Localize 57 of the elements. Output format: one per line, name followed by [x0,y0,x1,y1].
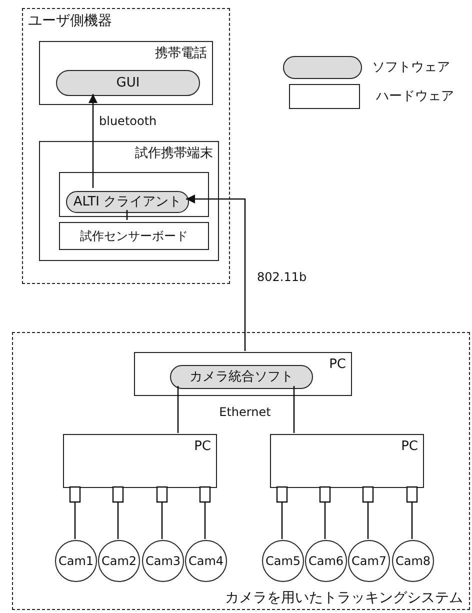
software-name: ALTI クライアント [73,196,182,208]
group-title: ユーザ側機器 [28,14,112,28]
camera-label: Cam7 [351,555,387,567]
hardware-box [59,172,209,217]
hardware-box [39,141,219,261]
connection-label: Ethernet [218,405,272,419]
hardware-box [134,352,352,396]
device-name: 試作携帯端末 [135,147,213,160]
hardware-box [39,41,213,105]
device-name: 携帯電話 [155,47,207,60]
hardware-box [59,222,209,250]
device-name: PC [194,440,211,453]
camera-circle [55,540,97,582]
camera-label: Cam6 [308,555,344,567]
device-name: PC [401,440,418,453]
group-title: カメラを用いたトラッキングシステム [225,591,463,605]
port-connector [362,486,374,539]
edge-label: 802.11b [256,270,308,284]
connector-line [293,386,295,433]
camera-circle [142,540,184,582]
camera-circle [348,540,390,582]
software-pill [56,70,200,96]
device-name: 試作センサーボード [80,230,188,242]
camera-label: Cam3 [145,555,181,567]
arrow [186,194,246,351]
port-connector [406,486,418,539]
software-name: カメラ統合ソフト [190,370,294,384]
camera-label: Cam2 [101,555,137,567]
port-connector [199,486,211,539]
camera-circle [392,540,434,582]
legend-text: ハードウェア [376,90,454,102]
camera-circle [262,540,304,582]
camera-label: Cam4 [188,555,224,567]
software-pill [170,365,313,389]
camera-circle [98,540,140,582]
camera-label: Cam5 [265,555,301,567]
device-name: PC [329,358,346,371]
port-connector [112,486,124,539]
arrow [88,94,98,188]
camera-circle [305,540,347,582]
connector-line [177,386,179,433]
dashed-group-frame [12,332,470,610]
camera-label: Cam1 [58,555,94,567]
software-name: GUI [116,76,140,90]
connector-line [126,210,128,220]
port-connector [156,486,168,539]
software-pill [66,191,189,213]
port-connector [276,486,288,539]
edge-label: bluetooth [98,114,158,128]
camera-circle [185,540,227,582]
hardware-box [270,434,424,488]
hardware-box [63,434,217,488]
dashed-group-frame [22,8,230,284]
port-connector [69,486,81,539]
camera-label: Cam8 [395,555,431,567]
port-connector [319,486,331,539]
legend-text: ソフトウェア [372,60,450,74]
